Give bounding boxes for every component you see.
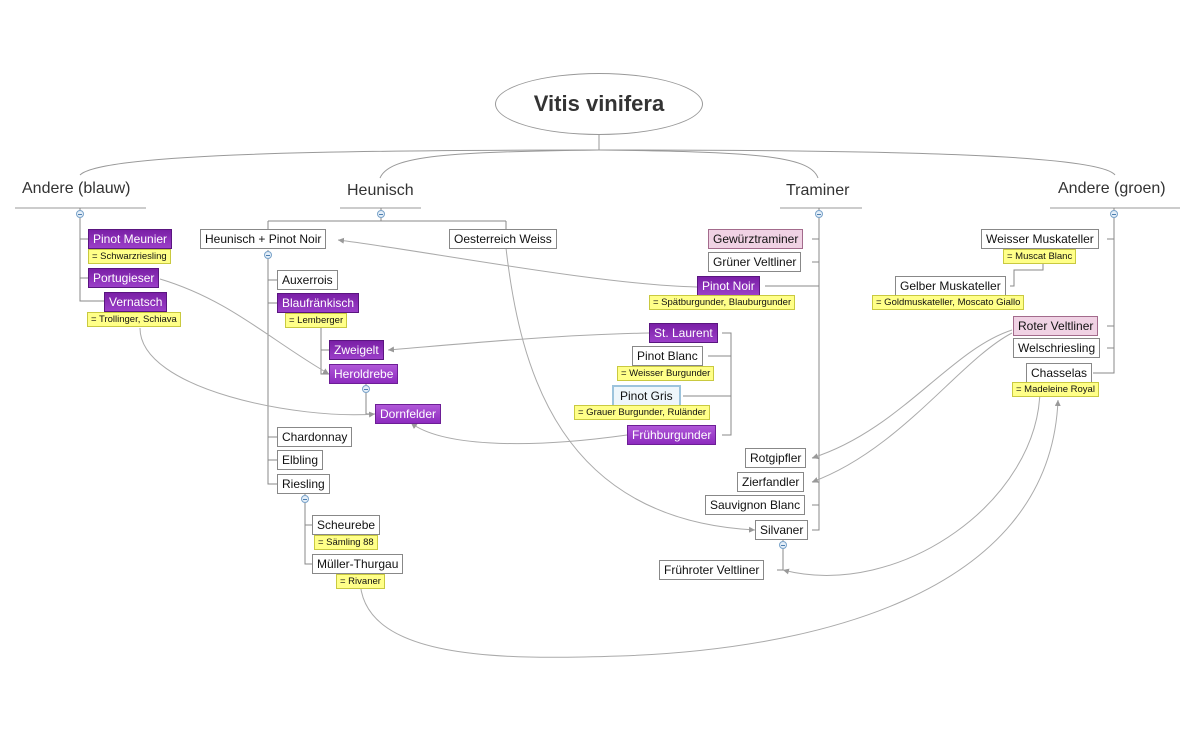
collapse-icon-heunisch-pinot-noir[interactable] — [264, 251, 272, 259]
note-blaufraenkisch[interactable]: = Lemberger — [285, 313, 348, 328]
node-pinot-noir[interactable]: Pinot Noir — [697, 276, 760, 296]
collapse-icon-groen[interactable] — [1110, 210, 1118, 218]
note-mueller-thurgau[interactable]: = Rivaner — [336, 574, 385, 589]
note-pinot-gris[interactable]: = Grauer Burgunder, Ruländer — [574, 405, 711, 420]
note-chasselas[interactable]: = Madeleine Royal — [1012, 382, 1099, 397]
node-mueller-thurgau[interactable]: Müller-Thurgau — [312, 554, 404, 574]
collapse-icon-riesling[interactable] — [301, 495, 309, 503]
branch-andere-groen[interactable]: Andere (groen) — [1058, 180, 1166, 197]
branch-heunisch[interactable]: Heunisch — [347, 182, 414, 199]
collapse-icon-silvaner[interactable] — [779, 541, 787, 549]
branch-andere-blauw[interactable]: Andere (blauw) — [22, 180, 131, 197]
node-dornfelder[interactable]: Dornfelder — [375, 404, 442, 424]
node-pinot-meunier[interactable]: Pinot Meunier — [88, 229, 173, 249]
branch-traminer[interactable]: Traminer — [786, 182, 850, 199]
note-scheurebe[interactable]: = Sämling 88 — [314, 535, 378, 550]
node-zweigelt[interactable]: Zweigelt — [329, 340, 384, 360]
node-heunisch-pinot-noir[interactable]: Heunisch + Pinot Noir — [200, 229, 327, 249]
node-rotgipfler[interactable]: Rotgipfler — [745, 448, 807, 468]
node-weisser-muskateller[interactable]: Weisser Muskateller — [981, 229, 1099, 249]
node-fruehroter-veltliner[interactable]: Frühroter Veltliner — [659, 560, 765, 580]
note-pinot-blanc[interactable]: = Weisser Burgunder — [617, 366, 715, 381]
node-heroldrebe[interactable]: Heroldrebe — [329, 364, 399, 384]
node-blaufraenkisch[interactable]: Blaufränkisch — [277, 293, 360, 313]
node-portugieser[interactable]: Portugieser — [88, 268, 160, 288]
node-roter-veltliner[interactable]: Roter Veltliner — [1013, 316, 1099, 336]
node-welschriesling[interactable]: Welschriesling — [1013, 338, 1101, 358]
node-chardonnay[interactable]: Chardonnay — [277, 427, 353, 447]
note-pinot-meunier[interactable]: = Schwarzriesling — [88, 249, 171, 264]
node-gelber-muskateller[interactable]: Gelber Muskateller — [895, 276, 1006, 296]
node-sauvignon-blanc[interactable]: Sauvignon Blanc — [705, 495, 806, 515]
node-riesling[interactable]: Riesling — [277, 474, 330, 494]
node-oesterreich-weiss[interactable]: Oesterreich Weiss — [449, 229, 557, 249]
note-weisser-muskateller[interactable]: = Muscat Blanc — [1003, 249, 1077, 264]
node-gewuerztraminer[interactable]: Gewürztraminer — [708, 229, 804, 249]
node-elbling[interactable]: Elbling — [277, 450, 324, 470]
node-st-laurent[interactable]: St. Laurent — [649, 323, 718, 343]
collapse-icon-heunisch[interactable] — [377, 210, 385, 218]
node-fruehburgunder[interactable]: Frühburgunder — [627, 425, 717, 445]
node-gruener-veltliner[interactable]: Grüner Veltliner — [708, 252, 802, 272]
node-chasselas[interactable]: Chasselas — [1026, 363, 1093, 383]
node-scheurebe[interactable]: Scheurebe — [312, 515, 381, 535]
node-zierfandler[interactable]: Zierfandler — [737, 472, 805, 492]
node-pinot-gris[interactable]: Pinot Gris — [612, 385, 681, 407]
node-pinot-blanc[interactable]: Pinot Blanc — [632, 346, 703, 366]
collapse-icon-blauw[interactable] — [76, 210, 84, 218]
collapse-icon-heroldrebe[interactable] — [362, 385, 370, 393]
collapse-icon-traminer[interactable] — [815, 210, 823, 218]
note-pinot-noir[interactable]: = Spätburgunder, Blauburgunder — [649, 295, 796, 310]
root-label: Vitis vinifera — [533, 91, 665, 116]
node-silvaner[interactable]: Silvaner — [755, 520, 809, 540]
root-node[interactable]: Vitis vinifera — [495, 73, 703, 135]
node-auxerrois[interactable]: Auxerrois — [277, 270, 338, 290]
note-gelber-muskateller[interactable]: = Goldmuskateller, Moscato Giallo — [872, 295, 1025, 310]
note-vernatsch[interactable]: = Trollinger, Schiava — [87, 312, 181, 327]
node-vernatsch[interactable]: Vernatsch — [104, 292, 168, 312]
